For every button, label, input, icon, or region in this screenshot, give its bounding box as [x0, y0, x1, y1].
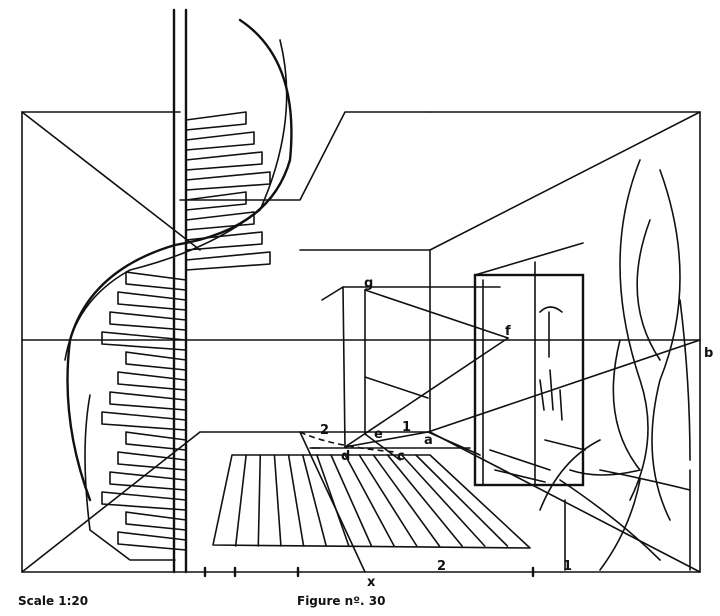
stair-tread	[125, 351, 187, 371]
label-2-bottom: 2	[437, 559, 446, 574]
stair-tread	[101, 491, 187, 511]
stair-tread	[185, 191, 247, 211]
room-frame	[21, 111, 701, 573]
rug-stripe	[415, 454, 509, 547]
rug-stripe	[344, 454, 395, 547]
rug	[212, 454, 531, 549]
stair-tread	[185, 151, 263, 171]
label-b: b	[704, 346, 713, 361]
label-1-mid: 1	[402, 420, 411, 435]
rug-stripe	[400, 454, 486, 547]
stair-tread	[117, 451, 187, 471]
rug-stripe	[257, 454, 262, 547]
label-e: e	[374, 427, 383, 442]
label-c: c	[397, 449, 405, 464]
rug-stripe	[273, 454, 282, 547]
stair-tread	[101, 331, 187, 351]
label-2-left: 2	[320, 423, 329, 438]
stair-tread	[109, 391, 187, 411]
stair-tread	[125, 511, 187, 531]
stair-tread	[185, 231, 263, 251]
stair-tread	[185, 251, 271, 271]
rug-stripe	[372, 454, 441, 547]
label-f: f	[505, 324, 511, 339]
bottom-ticks	[203, 566, 535, 578]
stair-tread	[185, 171, 271, 191]
rug-stripe	[358, 454, 418, 547]
stair-tread	[117, 291, 187, 311]
rug-stripe	[386, 454, 463, 547]
rug-stripe	[301, 454, 328, 547]
rug-stripe	[234, 454, 247, 547]
stair-tread	[125, 431, 187, 451]
glass-door	[473, 242, 586, 487]
stair-tread	[185, 131, 255, 151]
figure-caption: Figure nº. 30	[297, 594, 386, 608]
scale-label: Scale 1:20	[18, 594, 89, 608]
construction-lines	[299, 286, 701, 573]
label-a: a	[424, 433, 433, 448]
rug-stripe	[330, 454, 373, 547]
label-g: g	[364, 276, 373, 291]
stair-tread	[109, 311, 187, 331]
rug-stripe	[316, 454, 350, 547]
stair-tread	[125, 271, 187, 291]
stair-tread	[185, 111, 247, 131]
rug-stripe	[287, 454, 305, 547]
stair-tread	[117, 531, 187, 551]
label-d: d	[341, 449, 350, 464]
plant	[539, 159, 691, 571]
label-1-bottom: 1	[563, 559, 572, 574]
stair-tread	[101, 411, 187, 431]
stair-tread	[109, 471, 187, 491]
label-x: x	[367, 575, 376, 590]
stair-tread	[185, 211, 255, 231]
spiral-staircase	[64, 8, 293, 574]
stair-tread	[117, 371, 187, 391]
